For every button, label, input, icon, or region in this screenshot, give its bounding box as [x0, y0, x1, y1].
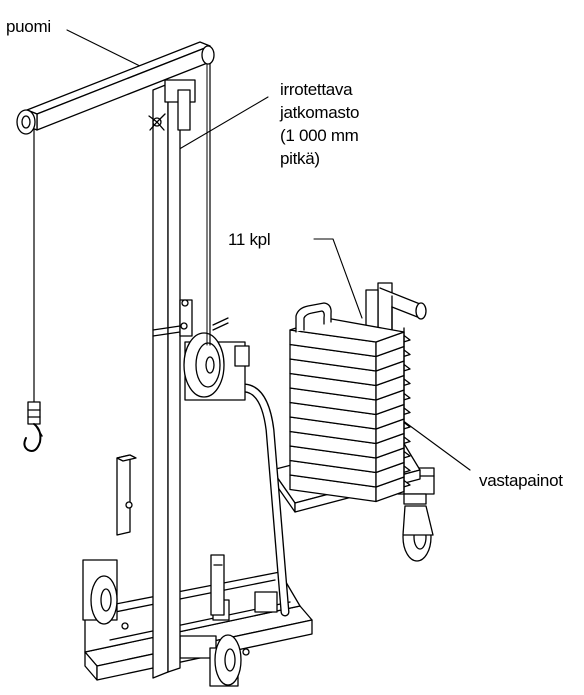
wing-nut	[149, 114, 165, 130]
leader-jatkomasto	[176, 97, 268, 151]
leader-11-kpl	[314, 239, 362, 318]
label-extension-mast-line-4: pitkä)	[280, 149, 320, 168]
winch	[184, 318, 249, 400]
leader-lines	[67, 30, 470, 470]
leader-vastapainot	[402, 420, 470, 470]
label-extension-mast-line-1: irrotettava	[280, 80, 353, 99]
hook	[24, 402, 42, 451]
caster-front-right	[180, 635, 249, 686]
label-counterweights: vastapainot	[479, 471, 563, 490]
rear-left-post	[117, 455, 136, 535]
counterweight-stack	[290, 318, 410, 502]
boom	[17, 42, 214, 134]
label-weight-count: 11 kpl	[228, 230, 271, 249]
label-extension-mast-line-3: (1 000 mm	[280, 126, 359, 145]
leader-puomi	[67, 30, 152, 72]
caster-front-left	[83, 560, 128, 629]
label-boom: puomi	[6, 17, 51, 36]
bracket-post	[211, 555, 224, 615]
base-frame	[85, 572, 312, 680]
label-extension-mast-line-2: jatkomasto	[280, 103, 360, 122]
